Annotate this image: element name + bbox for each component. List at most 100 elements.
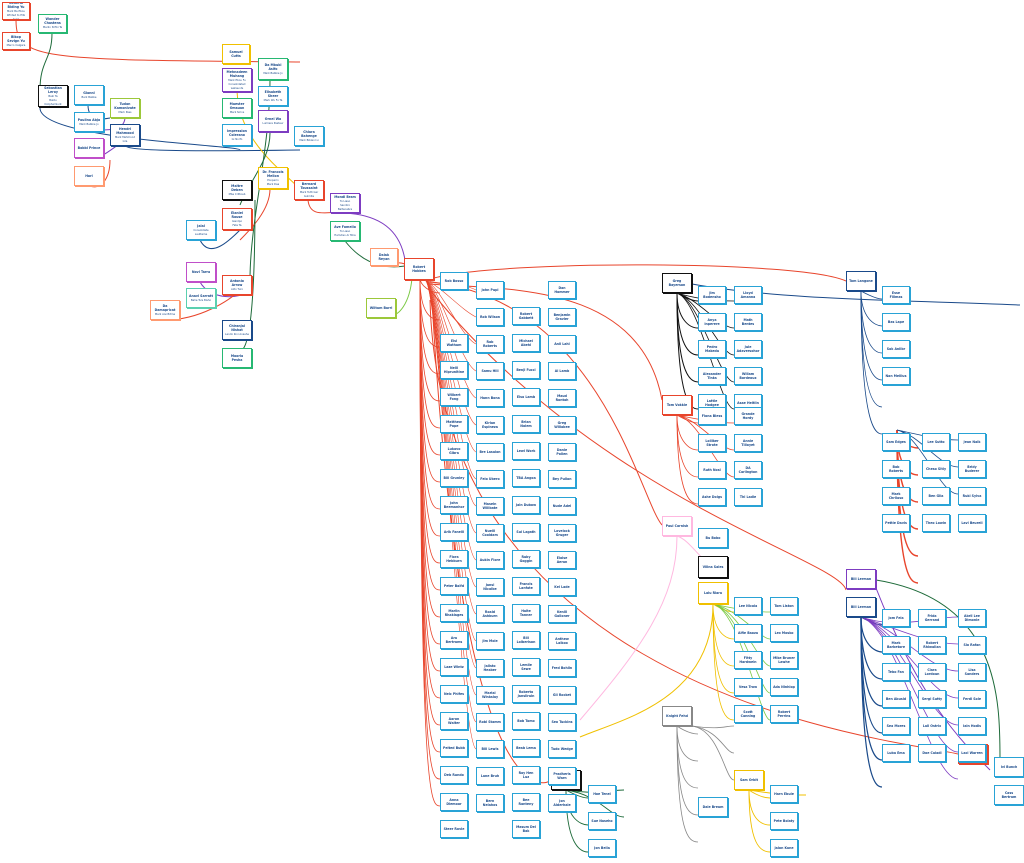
person-card[interactable]: Luba Ema xyxy=(882,744,910,762)
person-card[interactable]: Nelli Hiprunitine xyxy=(440,361,468,379)
node-cass-bertram[interactable]: Cass Bertram xyxy=(994,785,1024,805)
node-wiltam-barri[interactable]: Wiltam Barri xyxy=(366,298,396,318)
person-card[interactable]: Nan Mellius xyxy=(882,367,910,385)
person-card[interactable]: Jim Bodensho xyxy=(698,286,726,304)
node-vilina-sales[interactable]: Vilina Sales xyxy=(698,556,728,578)
person-card[interactable]: Tebo Fan xyxy=(882,663,910,681)
person-card[interactable]: Bob Tamo xyxy=(512,712,540,730)
node-tom-langone[interactable]: Tom Langone xyxy=(846,271,876,291)
person-card[interactable]: Samu Hill xyxy=(476,362,504,380)
person-card[interactable]: Iain Hodis xyxy=(958,717,986,735)
person-card[interactable]: Ruth Nosi xyxy=(698,461,726,479)
person-card[interactable]: Brian Nolem xyxy=(512,415,540,433)
person-card[interactable]: Esse Fillmas xyxy=(882,286,910,304)
node-bobbi-prince[interactable]: Bobbi Prince xyxy=(74,138,104,158)
person-card[interactable]: Robert Rhiwallan xyxy=(918,636,946,654)
person-card[interactable]: Anna Diemoor xyxy=(440,793,468,811)
person-card[interactable]: Neic Phifes xyxy=(440,685,468,703)
person-card[interactable]: Mark Chrilaso xyxy=(882,487,910,505)
person-card[interactable]: Anya Inperere xyxy=(698,313,726,331)
person-card[interactable]: Beab Lema xyxy=(512,739,540,757)
person-card[interactable]: Jaiisto Heaber xyxy=(476,659,504,677)
person-card[interactable]: Bas Lape xyxy=(882,313,910,331)
person-card[interactable]: Pedro Makeda xyxy=(698,340,726,358)
person-card[interactable]: Aukin Fiore xyxy=(476,551,504,569)
person-card[interactable]: Bill Lewis xyxy=(476,740,504,758)
person-card[interactable]: Bridy Buderer xyxy=(958,460,986,478)
person-card[interactable]: Bill Lolberison xyxy=(512,631,540,649)
person-card[interactable]: Nuelli Cooldam xyxy=(476,524,504,542)
person-card[interactable]: Rob Roberts xyxy=(476,335,504,353)
person-card[interactable]: Masum Del Bak xyxy=(512,820,540,838)
person-card[interactable]: Bee Ranteny xyxy=(512,793,540,811)
person-card[interactable]: Vesa Trow xyxy=(734,678,762,696)
node-novi-tarra[interactable]: Novi Tarra xyxy=(186,262,216,282)
person-card[interactable]: Kel Lade xyxy=(548,578,576,596)
person-card[interactable]: Lane Bruh xyxy=(476,767,504,785)
person-card[interactable]: Arik Fanelli xyxy=(440,523,468,541)
person-card[interactable]: Pete Bolaty xyxy=(770,812,798,830)
person-card[interactable]: Lemile Sewe xyxy=(512,658,540,676)
person-card[interactable]: Wiliam Bordeoux xyxy=(734,367,762,385)
person-card[interactable]: Wilbert Fong xyxy=(440,388,468,406)
person-card[interactable]: Mark Barbetore xyxy=(882,636,910,654)
person-card[interactable]: Ferdi Sole xyxy=(958,690,986,708)
person-card[interactable]: Lukavo Gibra xyxy=(440,442,468,460)
person-card[interactable]: Laze Wintz xyxy=(440,658,468,676)
person-card[interactable]: Felo Ubero xyxy=(476,470,504,488)
node-dalak-reyan[interactable]: Dalak Reyan xyxy=(370,248,398,266)
node-knight-fehd[interactable]: Knight Fehd xyxy=(662,706,692,726)
person-card[interactable]: Sea Mores xyxy=(882,717,910,735)
person-card[interactable]: Ray Hen Luz xyxy=(512,766,540,784)
node-samuel-cutts[interactable]: Samuel Cutts xyxy=(222,44,250,64)
person-card[interactable]: Theo Lowin xyxy=(922,514,950,532)
person-card[interactable]: Alexander Tinks xyxy=(698,367,726,385)
person-card[interactable]: Lewi Work xyxy=(512,442,540,460)
person-card[interactable]: Hann Bona xyxy=(476,389,504,407)
person-card[interactable]: DA Carlington xyxy=(734,461,762,479)
person-card[interactable]: Jain Dubow xyxy=(512,496,540,514)
person-card[interactable]: Steer Rovie xyxy=(440,820,468,838)
person-card[interactable]: Matthew Pope xyxy=(440,415,468,433)
person-card[interactable]: Flora Hebburn xyxy=(440,550,468,568)
person-card[interactable]: Jansi Nicolbe xyxy=(476,578,504,596)
person-card[interactable]: Lloyd Amanna xyxy=(734,286,762,304)
person-card[interactable]: Ruki Sylva xyxy=(958,487,986,505)
person-card[interactable]: Frida Gerrand xyxy=(918,609,946,627)
person-card[interactable]: Masein Willbate xyxy=(476,497,504,515)
person-card[interactable]: Bern Nelahos xyxy=(476,794,504,812)
person-card[interactable]: Lee Nicola xyxy=(734,597,762,615)
person-card[interactable]: Tudo Wedge xyxy=(548,740,576,758)
person-card[interactable]: Roberto Jansiirain xyxy=(512,685,540,703)
person-card[interactable]: Lolliker Strote xyxy=(698,434,726,452)
person-card[interactable]: Anthew Laikoo xyxy=(548,632,576,650)
person-card[interactable]: Annie Tilloyet xyxy=(734,434,762,452)
person-card[interactable]: Fred Bohlin xyxy=(548,659,576,677)
person-card[interactable]: Aaron Walter xyxy=(440,712,468,730)
person-card[interactable]: Grande Hordy xyxy=(734,407,762,425)
person-card[interactable]: Bre Lasalon xyxy=(476,443,504,461)
person-card[interactable]: Lee Sutto xyxy=(922,433,950,451)
person-card[interactable]: Ruby Goggin xyxy=(512,550,540,568)
node-hori[interactable]: Hori xyxy=(74,166,104,186)
node-paul-cornish[interactable]: Paul Cornish xyxy=(662,516,692,536)
person-card[interactable]: Kirian Espineza xyxy=(476,416,504,434)
person-card[interactable]: Jon Alderhale xyxy=(548,794,576,812)
person-card[interactable]: Ben Abusid xyxy=(882,690,910,708)
node-mooria-pesha[interactable]: Mooria Pesha xyxy=(222,348,252,368)
